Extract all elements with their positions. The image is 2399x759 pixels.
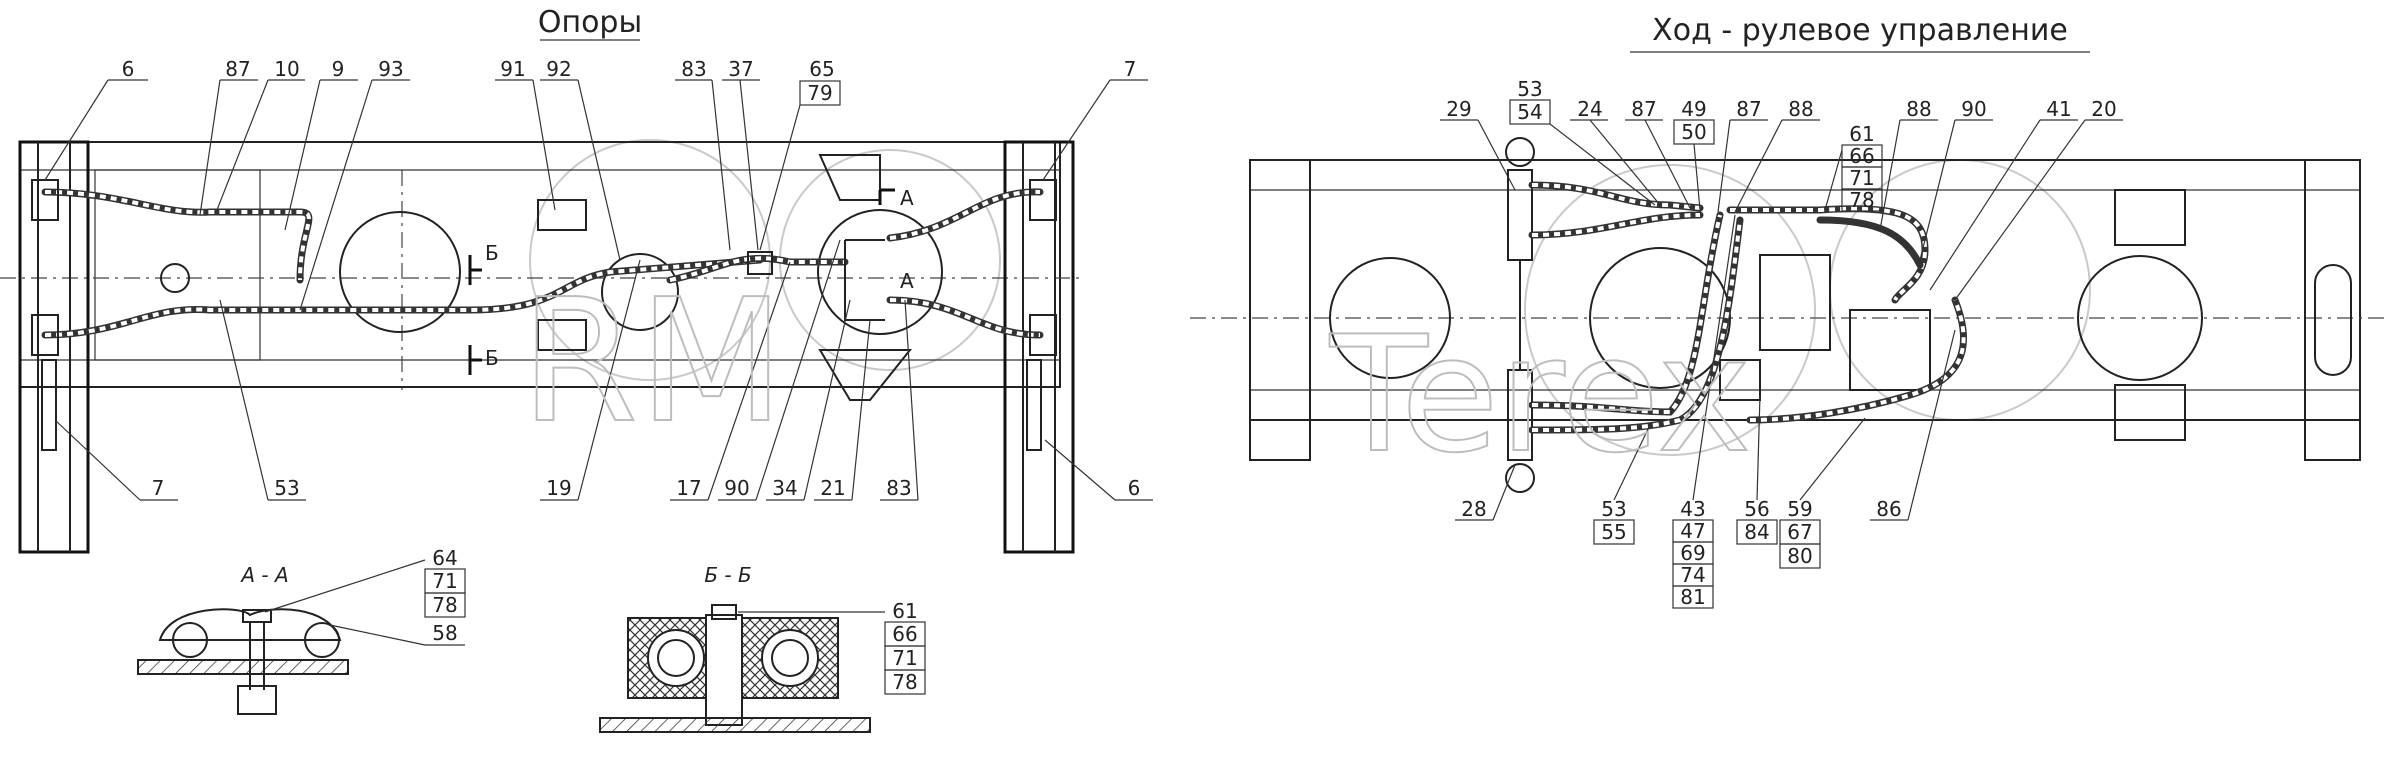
left-callouts-bottom: 7 53 19 17 90 34 21 83 6 (54, 239, 1153, 501)
callout-92: 92 (546, 57, 571, 81)
callout-41: 41 (2046, 97, 2071, 121)
callout-9: 9 (332, 57, 345, 81)
callout-29: 29 (1446, 97, 1471, 121)
callout-56: 56 (1744, 497, 1769, 521)
callout-80: 80 (1787, 544, 1812, 568)
callout-59: 59 (1787, 497, 1812, 521)
callout-79: 79 (807, 81, 832, 105)
section-mark-b-top: Б (485, 241, 499, 265)
callout-20: 20 (2091, 97, 2116, 121)
section-mark-a-bottom: А (900, 269, 914, 293)
callout-19: 19 (546, 476, 571, 500)
callout-6: 6 (122, 57, 135, 81)
watermark-terex: Terex (1329, 301, 1752, 488)
callout-78-aa: 78 (432, 593, 457, 617)
section-mark-a-top: А (900, 186, 914, 210)
callout-90-rt: 90 (1961, 97, 1986, 121)
callout-7-bottom: 7 (152, 476, 165, 500)
callout-61-rt: 61 (1849, 122, 1874, 146)
callout-88-rt1: 88 (1788, 97, 1813, 121)
callout-21: 21 (820, 476, 845, 500)
callout-66-bb: 66 (892, 622, 917, 646)
callout-84: 84 (1744, 520, 1769, 544)
left-view-title: Опоры (538, 5, 642, 40)
callout-87-rt1: 87 (1631, 97, 1656, 121)
callout-53-rt: 53 (1517, 77, 1542, 101)
callout-93: 93 (378, 57, 403, 81)
watermark-rm: RM (520, 263, 785, 461)
section-bb-title: Б - Б (704, 563, 751, 587)
callout-81: 81 (1680, 585, 1705, 609)
right-callouts-top: 29 53 54 24 87 49 50 87 88 61 66 71 78 (1440, 77, 2123, 301)
callout-43: 43 (1680, 497, 1705, 521)
callout-53-rb: 53 (1601, 497, 1626, 521)
callout-24: 24 (1577, 97, 1602, 121)
section-aa: А - А 64 71 78 58 (137, 546, 466, 715)
callout-86: 86 (1876, 497, 1901, 521)
callout-71-rt: 71 (1849, 166, 1874, 190)
callout-50: 50 (1681, 120, 1706, 144)
callout-37: 37 (728, 57, 753, 81)
callout-71-aa: 71 (432, 569, 457, 593)
section-mark-b-bottom: Б (485, 346, 499, 370)
callout-6-bottom: 6 (1128, 476, 1141, 500)
callout-53-left: 53 (274, 476, 299, 500)
callout-10: 10 (274, 57, 299, 81)
callout-78-bb: 78 (892, 670, 917, 694)
callout-74: 74 (1680, 563, 1705, 587)
callout-87-rt2: 87 (1736, 97, 1761, 121)
right-view: Ход - рулевое управление (1190, 13, 2390, 609)
callout-17: 17 (676, 476, 701, 500)
callout-55: 55 (1601, 520, 1626, 544)
callout-54: 54 (1517, 100, 1542, 124)
section-bb: Б - Б 61 66 71 78 (599, 563, 926, 733)
callout-58: 58 (432, 621, 457, 645)
section-aa-title: А - А (239, 563, 288, 587)
callout-64: 64 (432, 546, 457, 570)
callout-69: 69 (1680, 541, 1705, 565)
callout-28: 28 (1461, 497, 1486, 521)
callout-65: 65 (809, 57, 834, 81)
callout-83-top: 83 (681, 57, 706, 81)
right-callouts-bottom: 28 53 55 43 47 69 74 81 56 84 59 67 80 (1455, 214, 1956, 609)
callout-87: 87 (225, 57, 250, 81)
callout-34: 34 (772, 476, 797, 500)
callout-90-left: 90 (724, 476, 749, 500)
right-view-title: Ход - рулевое управление (1652, 13, 2068, 48)
callout-83-bottom: 83 (886, 476, 911, 500)
callout-66-rt: 66 (1849, 144, 1874, 168)
left-view: Опоры (0, 5, 1153, 554)
callout-61-bb: 61 (892, 599, 917, 623)
callout-49: 49 (1681, 97, 1706, 121)
callout-71-bb: 71 (892, 646, 917, 670)
left-callouts-top: 6 87 10 9 93 91 92 83 37 65 79 7 (44, 57, 1148, 311)
callout-67: 67 (1787, 520, 1812, 544)
callout-7-top: 7 (1124, 57, 1137, 81)
callout-88-rt2: 88 (1906, 97, 1931, 121)
callout-78-rt: 78 (1849, 188, 1874, 212)
callout-91: 91 (500, 57, 525, 81)
callout-47: 47 (1680, 519, 1705, 543)
section-marks-left: Б Б А А (468, 186, 914, 375)
section-aa-callouts: 64 71 78 58 (264, 546, 466, 646)
section-bb-callouts: 61 66 71 78 (738, 599, 926, 695)
